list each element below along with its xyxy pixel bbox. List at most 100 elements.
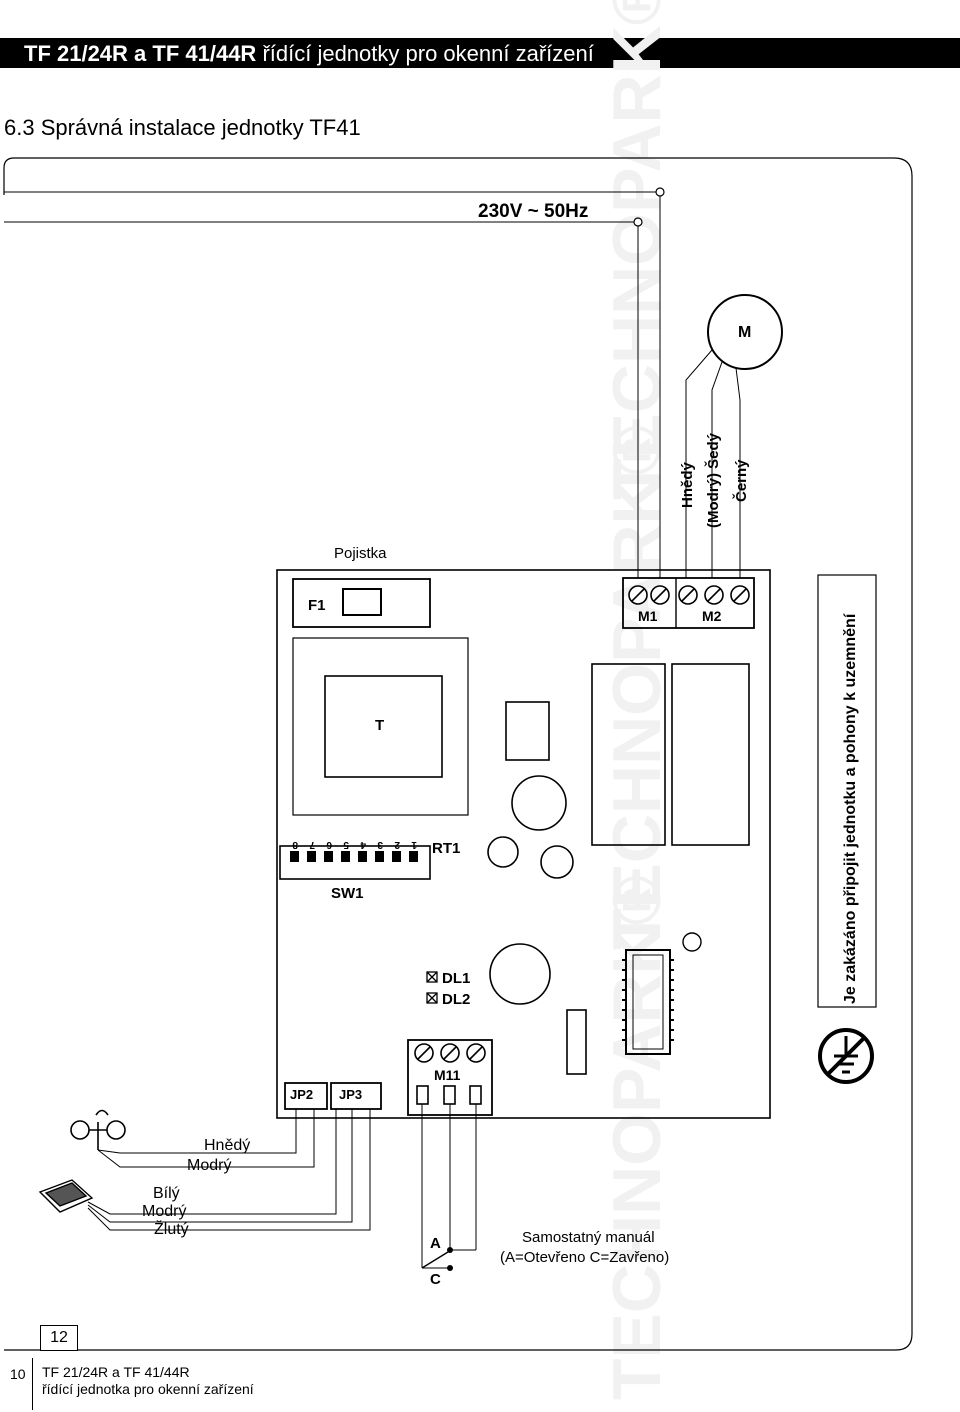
dip-number-4: 4 — [360, 839, 366, 850]
rt1-label: RT1 — [432, 840, 460, 857]
switch-lever — [421, 1251, 449, 1269]
rain-wire-label-2: Modrý — [142, 1203, 186, 1220]
led-dl1-symbol — [426, 971, 438, 983]
header-title-rest: řídící jednotky pro okenní zařízení — [256, 41, 594, 66]
motor-wire-label-3: Černý — [732, 459, 750, 502]
motor-wire-3 — [735, 367, 741, 578]
jumper-jp3 — [330, 1082, 382, 1110]
page-header: TF 21/24R a TF 41/44R řídící jednotky pr… — [24, 40, 594, 68]
footer-line-1: TF 21/24R a TF 41/44R — [42, 1364, 190, 1380]
led-dl1-cross — [426, 971, 438, 983]
transformer-outer — [292, 637, 469, 816]
power-label: 230V ~ 50Hz — [478, 201, 588, 222]
motor-wire-label-1: Hnědý — [679, 462, 696, 509]
terminal-slot-1 — [416, 1085, 429, 1105]
rain-wire-1 — [87, 1109, 337, 1215]
terminal-m2-label: M2 — [702, 608, 722, 624]
dip-number-5: 5 — [343, 839, 349, 850]
terminal-m11-label: M11 — [434, 1067, 461, 1083]
led-dl1-box — [426, 971, 438, 983]
rain-wire-2 — [87, 1109, 353, 1223]
relay-1 — [591, 663, 666, 846]
wind-sensor-icon — [70, 1109, 126, 1150]
dip-switch — [375, 851, 384, 862]
dip-switch — [358, 851, 367, 862]
led-dl2-label: DL2 — [442, 991, 470, 1008]
manual-desc: (A=Otevřeno C=Zavřeno) — [500, 1249, 669, 1266]
capacitor-large — [511, 775, 567, 831]
transformer-label: T — [375, 717, 384, 734]
watermark-text-2: TECHNOPARK® — [599, 425, 675, 950]
terminal-slot-2 — [443, 1085, 456, 1105]
rain-wire-label-3: Žlutý — [154, 1219, 189, 1238]
relay-2 — [671, 663, 750, 846]
wind-wire-2 — [97, 1109, 315, 1168]
switch-c-label: C — [430, 1271, 441, 1288]
dip-switch — [341, 851, 350, 862]
dip-switch — [324, 851, 333, 862]
jumper-jp2-label: JP2 — [290, 1087, 313, 1102]
footer-divider — [32, 1358, 33, 1410]
footer-text: TF 21/24R a TF 41/44R řídící jednotka pr… — [42, 1364, 254, 1398]
dip-switch-label: SW1 — [331, 885, 364, 902]
fuse-caption: Pojistka — [334, 545, 387, 562]
warning-text: Je zakázáno připojit jednotku a pohony k… — [842, 613, 859, 1004]
ic-chip-inner — [632, 954, 664, 1050]
dip-switch — [409, 851, 418, 862]
switch-contact-a — [447, 1247, 453, 1253]
wind-wire-1 — [97, 1109, 297, 1154]
capacitor-small-1 — [487, 836, 519, 868]
motor-symbol — [707, 294, 783, 370]
dip-switch-block — [279, 845, 431, 880]
watermark-text-3: TECHNOPARK® — [599, 0, 675, 500]
rain-wire-label-1: Bílý — [153, 1185, 180, 1202]
terminal-slot-3 — [469, 1085, 482, 1105]
footer-page-number: 10 — [10, 1366, 26, 1382]
jumper-jp2 — [284, 1082, 328, 1110]
dip-number-8: 8 — [292, 839, 298, 850]
dip-number-3: 3 — [377, 839, 383, 850]
header-bar — [0, 38, 960, 68]
fuse-holder — [292, 578, 431, 628]
rain-wire-3 — [87, 1109, 371, 1231]
dip-switch — [392, 851, 401, 862]
manual-label: Samostatný manuál — [522, 1229, 655, 1246]
fuse-element — [342, 588, 382, 616]
dip-switches — [290, 851, 418, 862]
led-dl2-symbol — [426, 992, 438, 1004]
dip-number-7: 7 — [309, 839, 315, 850]
power-node-2 — [633, 217, 643, 227]
led-dl1-label: DL1 — [442, 970, 470, 987]
motor-wire-label-2: (Modrý) Šedý — [704, 432, 722, 528]
ic-chip — [625, 949, 671, 1055]
rain-sensor-icon — [38, 1179, 94, 1213]
terminal-m1-label: M1 — [638, 608, 658, 624]
led-dl2-box — [426, 992, 438, 1004]
power-node-1 — [655, 187, 665, 197]
capacitor-small-2 — [540, 845, 574, 879]
wind-wire-label-1: Hnědý — [204, 1137, 250, 1154]
resistor-block — [566, 1009, 587, 1075]
watermark-text-1: TECHNOPARK® — [599, 875, 675, 1400]
dip-number-6: 6 — [326, 839, 332, 850]
dip-number-1: 1 — [411, 839, 417, 850]
fuse-label: F1 — [308, 597, 326, 614]
motor-wire-1 — [685, 349, 713, 578]
component-block — [505, 701, 550, 761]
footer-line-2: řídící jednotka pro okenní zařízení — [42, 1381, 254, 1397]
control-board — [276, 569, 771, 1119]
dip-switch — [290, 851, 299, 862]
terminal-screws-top — [628, 585, 750, 605]
motor-label: M — [738, 324, 751, 341]
warning-box — [817, 574, 877, 1008]
dip-numbers: 8 7 6 5 4 3 2 1 — [292, 839, 417, 850]
wind-wire-label-2: Modrý — [187, 1157, 231, 1174]
dip-switch — [307, 851, 316, 862]
no-ground-icon — [818, 1028, 874, 1084]
terminal-screws-m11 — [414, 1043, 486, 1063]
header-title-bold: TF 21/24R a TF 41/44R — [24, 41, 257, 66]
jumper-jp3-label: JP3 — [339, 1087, 362, 1102]
watermark: TECHNOPARK® TECHNOPARK® TECHNOPARK® — [520, 0, 700, 1412]
terminal-block-top — [622, 577, 755, 629]
